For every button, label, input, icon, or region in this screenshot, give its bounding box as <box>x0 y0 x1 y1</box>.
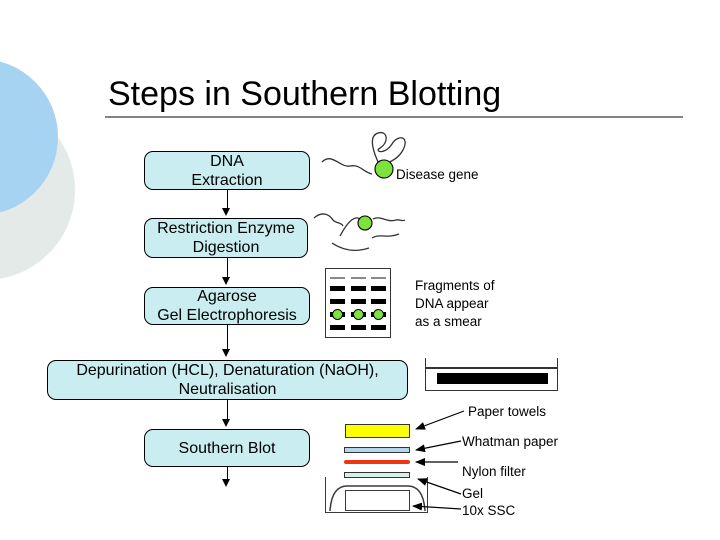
gel-band <box>350 299 366 304</box>
gel-slab-bar <box>437 373 548 384</box>
gel-band <box>350 277 366 279</box>
disease-gene-label: Disease gene <box>396 167 479 182</box>
flow-connector-3 <box>226 325 228 349</box>
blot-buffer-tray <box>325 477 428 513</box>
blot-label-whatman-paper: Whatman paper <box>462 434 559 449</box>
fragment-gene-dot <box>357 215 373 231</box>
dna-fragments-illustration <box>313 213 406 251</box>
arrow-down-icon <box>222 419 230 427</box>
gel-band <box>371 277 386 279</box>
blot-label-10x-ssc: 10x SSC <box>462 503 516 518</box>
liquid-line <box>426 367 557 369</box>
blot-layer-paper-towels <box>345 424 410 438</box>
gel-band <box>371 286 386 291</box>
gel-electrophoresis-diagram <box>325 268 391 338</box>
flow-step-label: Southern Blot <box>178 439 276 457</box>
blot-label-gel: Gel <box>462 486 484 501</box>
arrow-down-icon <box>222 349 230 357</box>
gel-band <box>330 286 345 291</box>
blot-layer-nylon-filter <box>344 460 410 464</box>
gel-probe-dot <box>332 308 343 320</box>
flow-step-gel-electrophoresis: Agarose Gel Electrophoresis <box>144 287 310 325</box>
flow-connector-5 <box>226 467 228 479</box>
blot-label-paper-towels: Paper towels <box>468 404 547 419</box>
title-underline <box>105 116 683 118</box>
gel-band <box>330 299 345 304</box>
flow-connector-1 <box>226 190 228 208</box>
blot-label-arrows <box>412 410 465 511</box>
arrow-whatman-paper <box>415 440 462 453</box>
blot-wick <box>329 485 426 512</box>
flow-step-dna-extraction: DNA Extraction <box>144 151 310 190</box>
gel-tray-illustration <box>425 358 558 391</box>
flow-step-restriction-digestion: Restriction Enzyme Digestion <box>144 218 308 258</box>
arrow-gel <box>417 478 462 495</box>
gel-band <box>330 325 345 330</box>
flow-step-southern-blot: Southern Blot <box>144 429 310 467</box>
gel-band <box>350 325 366 330</box>
gel-band <box>371 325 386 330</box>
flow-step-label: DNA Extraction <box>191 152 263 189</box>
flow-step-label: Restriction Enzyme Digestion <box>157 220 295 256</box>
disease-gene-dot <box>374 159 394 179</box>
arrow-down-icon <box>222 208 230 216</box>
blot-layer-gel <box>344 472 410 478</box>
blot-label-nylon-filter: Nylon filter <box>462 464 526 479</box>
gel-probe-dot <box>373 308 384 320</box>
flow-step-label: Agarose Gel Electrophoresis <box>157 288 297 324</box>
arrow-paper-towels <box>415 410 465 430</box>
blot-platform <box>345 490 410 511</box>
gel-probe-dot <box>352 308 364 320</box>
flow-step-depurination: Depurination (HCL), Denaturation (NaOH),… <box>47 360 408 400</box>
arrow-down-icon <box>222 277 230 285</box>
dna-strand-illustration <box>321 131 406 179</box>
gel-band <box>330 277 345 279</box>
smear-caption: Fragments of DNA appear as a smear <box>415 278 495 329</box>
flow-connector-4 <box>226 400 228 419</box>
arrow-10x-ssc <box>412 502 462 511</box>
gel-band <box>350 286 366 291</box>
blot-layer-whatman-paper <box>344 447 410 453</box>
arrow-down-icon <box>222 479 230 487</box>
slide-title: Steps in Southern Blotting <box>108 75 502 113</box>
flow-step-label: Depurination (HCL), Denaturation (NaOH),… <box>76 362 379 398</box>
flow-connector-2 <box>226 258 228 277</box>
gel-band <box>371 299 386 304</box>
